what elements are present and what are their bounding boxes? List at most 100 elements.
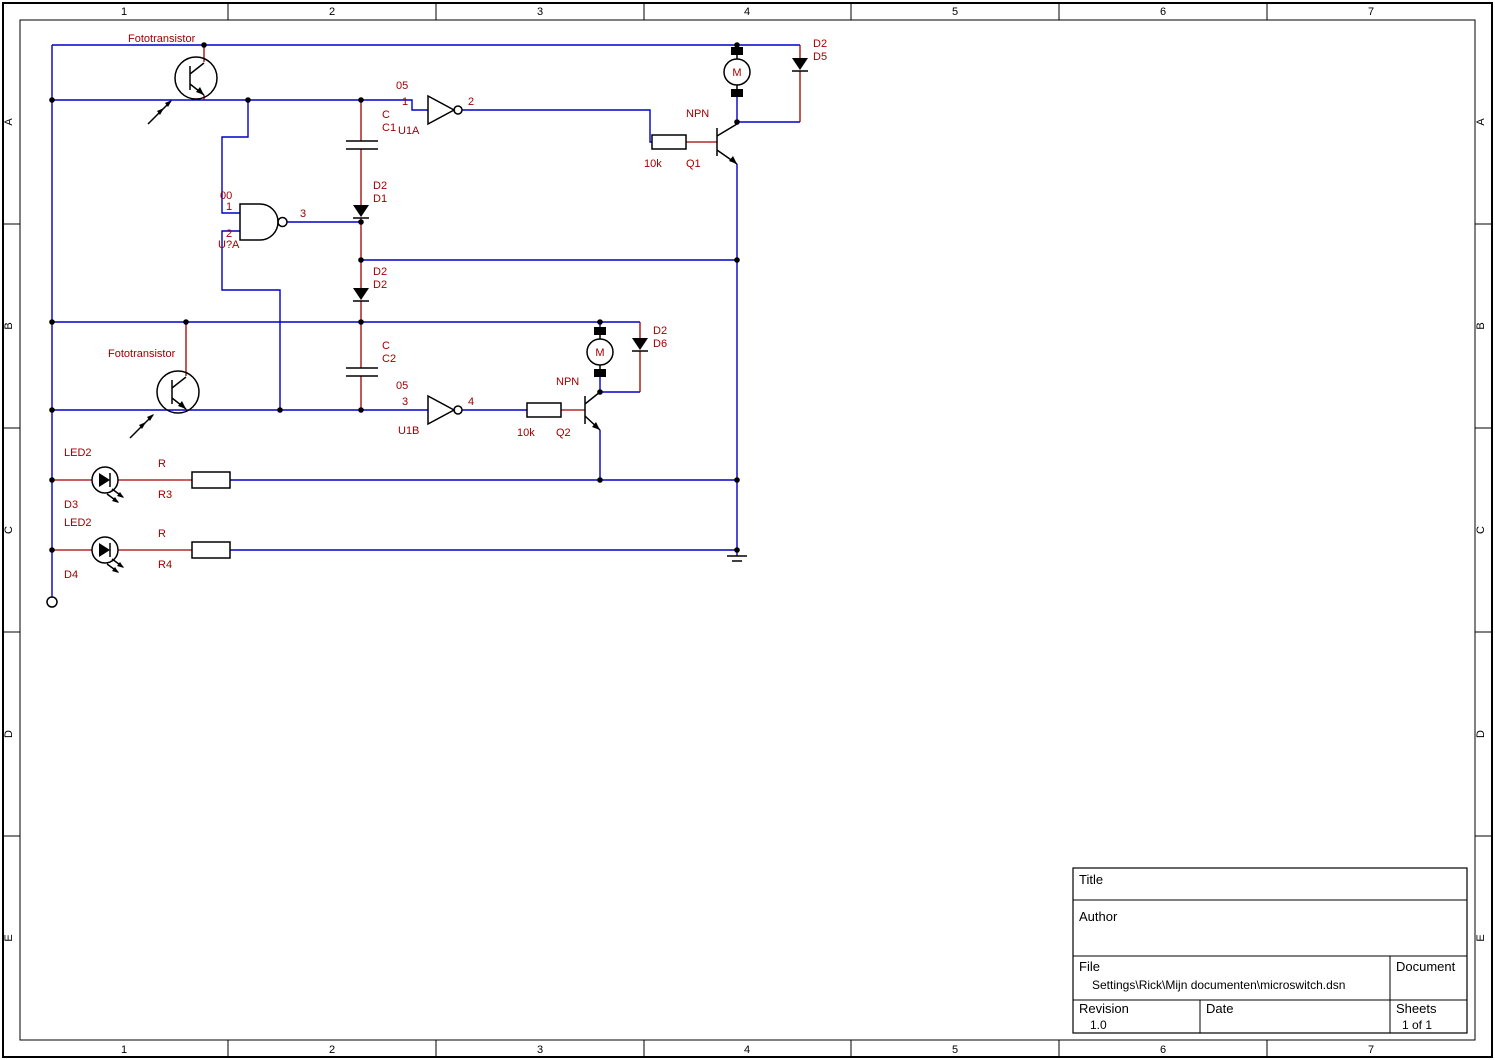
r4-value: R (158, 528, 166, 540)
diode-d5[interactable]: D2 D5 (792, 38, 827, 72)
r4-ref: R4 (158, 559, 172, 571)
junction-dots (49, 42, 740, 553)
diode-triangle (99, 473, 110, 487)
led-d4[interactable]: LED2 D4 (64, 517, 124, 581)
resistor-r2[interactable]: 10k (517, 402, 562, 439)
phototransistor-pt2[interactable]: Fototransistor (108, 348, 200, 439)
motor-m1[interactable]: M (723, 47, 751, 97)
junction-dot (49, 319, 55, 325)
column-label: 7 (1368, 6, 1374, 18)
inverting-bubble (277, 216, 288, 228)
sheets-value: 1 of 1 (1402, 1018, 1432, 1032)
r1-value: 10k (644, 158, 662, 170)
column-label: 6 (1160, 6, 1166, 18)
row-labels-left: A B C D E (3, 118, 15, 942)
wire-net[interactable] (51, 44, 800, 597)
diode-triangle (632, 338, 648, 350)
column-label: 5 (952, 6, 958, 18)
motor-m2[interactable]: M (586, 327, 614, 377)
diode-d6[interactable]: D2 D6 (632, 325, 667, 352)
junction-dot (49, 407, 55, 413)
junction-dot (358, 257, 364, 263)
junction-dot (734, 257, 740, 263)
file-label: File (1079, 959, 1100, 974)
transistor-envelope (156, 370, 200, 414)
c1-value: C (382, 109, 390, 121)
u1b-pin-out: 4 (468, 396, 474, 408)
diode-triangle (353, 288, 369, 300)
resistor-r1[interactable]: 10k (644, 134, 687, 170)
collector-emitter (584, 391, 601, 431)
resistor-body (651, 134, 687, 150)
junction-dot (358, 97, 364, 103)
column-label: 1 (121, 6, 127, 18)
ruler-ticks (3, 3, 1492, 1057)
title-block-border (1072, 867, 1468, 1034)
u1a-pin-in: 1 (402, 96, 408, 108)
inverting-bubble (453, 405, 463, 415)
light-arrowhead-icon (147, 414, 154, 421)
motor-terminal (731, 89, 743, 97)
diode-triangle (99, 543, 110, 557)
junction-dot (49, 97, 55, 103)
column-label: 2 (329, 6, 335, 18)
junction-dot (734, 547, 740, 553)
motor-terminal (594, 369, 606, 377)
file-value: Settings\Rick\Mijn documenten\microswitc… (1092, 978, 1345, 992)
light-arrowhead-icon (157, 108, 164, 115)
row-label: D (1475, 730, 1487, 738)
led-d3[interactable]: LED2 D3 (64, 447, 124, 511)
led-envelope (91, 536, 119, 564)
resistor-r4[interactable]: R R4 (158, 528, 231, 571)
d5-value: D2 (813, 38, 827, 50)
row-labels-right: A B C D E (1475, 118, 1487, 942)
q1-value: NPN (686, 108, 709, 120)
collector-emitter (189, 62, 205, 96)
column-label: 7 (1368, 1044, 1374, 1056)
row-label: E (3, 934, 15, 941)
resistor-body (191, 471, 231, 489)
column-label: 4 (744, 1044, 750, 1056)
junction-dot (245, 97, 251, 103)
motor-terminal (594, 327, 606, 335)
phototransistor-pt1[interactable]: Fototransistor (128, 33, 218, 125)
c2-ref: C2 (382, 353, 396, 365)
diode-d2[interactable]: D2 D2 (353, 266, 387, 302)
emitter-arrow-icon (178, 401, 186, 409)
junction-dot (49, 477, 55, 483)
nand-body (239, 203, 279, 241)
c1-ref: C1 (382, 122, 396, 134)
column-label: 3 (537, 6, 543, 18)
r3-value: R (158, 458, 166, 470)
row-label: A (3, 118, 15, 126)
transistor-q2[interactable]: NPN Q2 (556, 376, 601, 439)
row-label: C (3, 526, 15, 534)
m2-label: M (595, 347, 604, 359)
junction-dot (597, 389, 603, 395)
title-label: Title (1079, 872, 1103, 887)
nand-gate-ua[interactable]: 00 1 2 3 U?A (218, 190, 306, 251)
nand-pin2: 2 (226, 228, 232, 240)
diode-d1[interactable]: D2 D1 (353, 180, 387, 219)
column-label: 1 (121, 1044, 127, 1056)
column-label: 2 (329, 1044, 335, 1056)
inverter-u1b[interactable]: 05 3 4 U1B (396, 380, 474, 437)
terminal-pin[interactable] (46, 596, 58, 608)
capacitor-c2[interactable]: C C2 (346, 340, 396, 377)
emit-arrowhead-icon (117, 492, 124, 498)
junction-dot (358, 319, 364, 325)
transistor-q1[interactable]: NPN Q1 (686, 108, 738, 170)
junction-dot (183, 319, 189, 325)
inverter-body (427, 94, 456, 126)
d5-ref: D5 (813, 51, 827, 63)
diode-triangle (792, 58, 808, 70)
capacitor-c1[interactable]: C C1 (346, 109, 396, 150)
resistor-r3[interactable]: R R3 (158, 458, 231, 501)
pt2-label: Fototransistor (108, 348, 176, 360)
d4-value: LED2 (64, 517, 92, 529)
date-label: Date (1206, 1001, 1233, 1016)
row-label: A (1475, 118, 1487, 126)
column-label: 5 (952, 1044, 958, 1056)
inverter-u1a[interactable]: 05 1 2 U1A (396, 80, 474, 137)
